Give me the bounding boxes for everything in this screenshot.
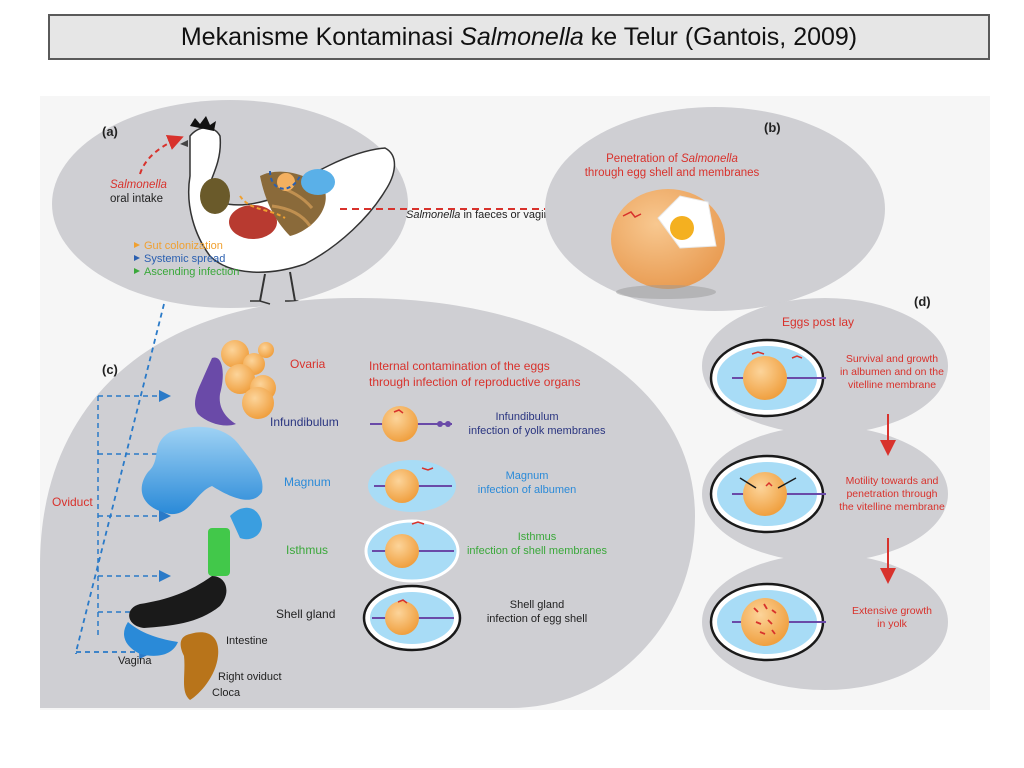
slide-title: Mekanisme Kontaminasi Salmonella ke Telu… xyxy=(48,14,990,60)
panel-d: (d) Eggs post lay Survival and growth xyxy=(702,294,948,690)
isthmus-label: Isthmus xyxy=(286,543,328,557)
faeces-vagina-label: Salmonella in faeces or vagina xyxy=(406,209,557,221)
legend-systemic-spread: Systemic spread xyxy=(144,253,225,265)
infundibulum-label: Infundibulum xyxy=(270,415,339,429)
legend-marker-gut xyxy=(134,242,140,248)
ovaria-label: Ovaria xyxy=(290,357,326,371)
panel-b-line2: through egg shell and membranes xyxy=(585,167,760,179)
egg-infundibulum xyxy=(370,406,452,442)
step-2-line-3: the vitelline membrane xyxy=(839,501,945,513)
oral-intake-label: oral intake xyxy=(110,193,163,205)
step-3-line-2: in yolk xyxy=(877,618,908,630)
step-2-line-1: Motility towards and xyxy=(846,475,939,487)
step-1-line-1: Survival and growth xyxy=(846,353,938,365)
oviduct-label: Oviduct xyxy=(52,495,93,509)
panel-c-marker: (c) xyxy=(102,362,118,377)
contamination-diagram: (a) Salmonella oral intake Gut coloniza xyxy=(40,96,990,710)
salmonella-label: Salmonella xyxy=(110,179,167,191)
vagina-label: Vagina xyxy=(118,655,152,667)
step-3-line-1: Extensive growth xyxy=(852,605,932,617)
panel-d-marker: (d) xyxy=(914,294,931,309)
infection-2-desc: infection of albumen xyxy=(478,484,576,496)
panel-c: (c) Internal contamination of the eggs t… xyxy=(40,297,695,708)
legend-marker-ascending xyxy=(134,268,140,274)
panel-a-marker: (a) xyxy=(102,124,118,139)
hen-illustration xyxy=(180,116,396,305)
panel-b-line1: Penetration of Salmonella xyxy=(606,153,738,165)
intestine-label: Intestine xyxy=(226,635,268,647)
panel-c-header-2: through infection of reproductive organs xyxy=(369,375,580,389)
right-oviduct-label: Right oviduct xyxy=(218,671,282,683)
egg-isthmus xyxy=(364,519,460,583)
eggs-post-lay-title: Eggs post lay xyxy=(782,315,854,329)
legend-marker-systemic xyxy=(134,255,140,261)
panel-c-header-1: Internal contamination of the eggs xyxy=(369,359,550,373)
legend-ascending-infection: Ascending infection xyxy=(144,266,239,278)
egg-shell-gland xyxy=(362,584,462,652)
step-2-line-2: penetration through xyxy=(846,488,937,500)
magnum-label: Magnum xyxy=(284,475,331,489)
cracked-egg xyxy=(611,189,725,299)
panel-b-marker: (b) xyxy=(764,120,781,135)
panel-a: (a) Salmonella oral intake Gut coloniza xyxy=(52,100,408,308)
infection-4-desc: infection of egg shell xyxy=(487,613,587,625)
step-1-line-2: in albumen and on the xyxy=(840,366,944,378)
panel-b: (b) Penetration of Salmonella through eg… xyxy=(545,107,885,311)
slide-title-text: Mekanisme Kontaminasi Salmonella ke Telu… xyxy=(180,22,858,51)
step-1-line-3: vitelline membrane xyxy=(848,379,936,391)
egg-magnum xyxy=(368,460,456,512)
route-legend: Gut colonization Systemic spread Ascendi… xyxy=(134,240,239,278)
infection-1-desc: infection of yolk membranes xyxy=(469,425,606,437)
post-lay-egg-1 xyxy=(709,338,826,418)
cloca-label: Cloca xyxy=(212,687,241,699)
post-lay-egg-2 xyxy=(709,454,826,534)
reproductive-tract xyxy=(124,340,276,700)
hen-to-oviduct-link xyxy=(75,303,165,654)
infection-4-site: Shell gland xyxy=(510,599,564,611)
oral-intake-arrow xyxy=(139,135,184,175)
infection-2-site: Magnum xyxy=(506,470,549,482)
infection-3-desc: infection of shell membranes xyxy=(467,545,608,557)
infection-1-site: Infundibulum xyxy=(496,411,559,423)
legend-gut-colonization: Gut colonization xyxy=(144,240,223,252)
infection-3-site: Isthmus xyxy=(518,531,557,543)
post-lay-egg-3 xyxy=(709,582,826,662)
shell-gland-label: Shell gland xyxy=(276,607,335,621)
